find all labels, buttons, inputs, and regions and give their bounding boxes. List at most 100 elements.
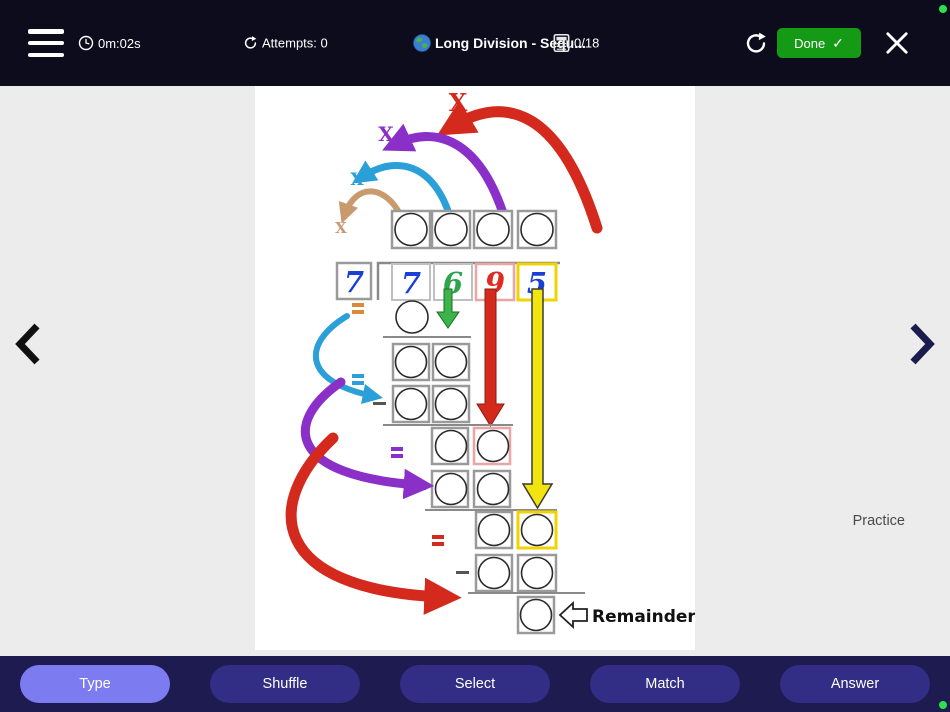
done-label: Done <box>794 35 826 51</box>
equals-marks <box>352 303 444 546</box>
replay-icon <box>746 32 766 53</box>
score-text: 0/18 <box>574 35 600 51</box>
top-bar: 0m:02s Attempts: 0 Long Division - Sequ.… <box>0 0 950 86</box>
answer-slot <box>520 212 554 247</box>
mode-button-shuffle[interactable]: Shuffle <box>210 665 360 703</box>
red-arrow <box>436 100 603 234</box>
chevron-right-icon <box>910 323 935 365</box>
score-counter: 0/18 <box>553 33 600 53</box>
equals-tan <box>352 303 364 307</box>
mode-button-label: Answer <box>830 676 880 692</box>
prev-card-button[interactable] <box>10 323 44 367</box>
answer-slot <box>434 387 468 421</box>
status-dot-top <box>939 5 947 13</box>
long-division-diagram: X X X X <box>285 88 695 635</box>
dividend-digit-0: 7 <box>401 266 421 300</box>
answer-slot <box>476 429 510 463</box>
page-title: Long Division - Sequ... <box>413 34 586 52</box>
remainder-label: Remainder <box>592 607 695 627</box>
practice-label: Practice <box>852 513 905 529</box>
answer-slot <box>434 429 468 463</box>
divisor-digit: 7 <box>344 265 364 299</box>
close-icon <box>886 32 908 54</box>
carry-arrows <box>285 313 462 615</box>
content-area: X X X X <box>0 86 950 656</box>
globe-icon <box>413 34 431 52</box>
dividend-box <box>433 263 473 301</box>
chevron-left-icon <box>15 323 40 365</box>
x-mark-blue: X <box>350 170 364 190</box>
dividend: 7 6 9 5 <box>391 262 558 302</box>
yellow-down-arrow <box>521 288 554 510</box>
answer-slot <box>519 598 553 632</box>
answer-slot <box>477 556 511 590</box>
equals-blue <box>352 374 364 378</box>
attempts-icon <box>244 36 257 49</box>
mode-button-label: Shuffle <box>262 676 308 692</box>
equals-red <box>432 535 444 539</box>
menu-bar <box>28 40 64 46</box>
work-slots <box>373 300 585 635</box>
timer: 0m:02s <box>78 35 141 51</box>
red-curve-arrow <box>285 432 462 615</box>
green-down-arrow <box>436 288 460 329</box>
blue-curve-arrow <box>312 313 384 404</box>
mode-button-type[interactable]: Type <box>20 665 170 703</box>
divisor-box <box>335 261 373 301</box>
x-mark-purple: X <box>378 122 394 146</box>
answer-slot <box>394 212 428 247</box>
answer-slot <box>476 472 510 506</box>
replay-button[interactable] <box>742 29 770 57</box>
answer-slot <box>434 345 468 379</box>
close-button[interactable] <box>882 28 912 58</box>
answer-slot <box>434 472 468 506</box>
menu-button[interactable] <box>28 28 66 58</box>
dividend-box <box>391 263 431 301</box>
multiply-x-marks: X X X X <box>335 88 468 237</box>
title-text: Long Division - Sequ... <box>435 35 586 51</box>
mode-button-label: Select <box>454 676 496 692</box>
x-mark-red: X <box>449 88 468 117</box>
menu-bar <box>28 29 64 34</box>
bottom-bar: Type Shuffle Select Match Answer <box>0 656 950 712</box>
mode-button-label: Type <box>79 676 111 692</box>
purple-curve-arrow <box>300 377 435 500</box>
quotient-slots <box>390 209 558 250</box>
tan-arrow <box>338 188 404 224</box>
equals-purple <box>391 447 403 451</box>
mode-button-select[interactable]: Select <box>400 665 550 703</box>
check-icon: ✓ <box>832 34 844 51</box>
mode-button-answer[interactable]: Answer <box>780 665 930 703</box>
done-button[interactable]: Done ✓ <box>777 28 861 58</box>
remainder-arrow-icon <box>558 600 588 630</box>
minus-sign <box>456 571 469 574</box>
purple-arrow <box>382 123 512 231</box>
answer-slot <box>520 513 554 547</box>
answer-slot <box>476 212 510 247</box>
menu-bar <box>28 52 64 57</box>
next-card-button[interactable] <box>906 323 940 367</box>
score-icon <box>553 33 570 53</box>
attempts-counter: Attempts: 0 <box>243 36 328 51</box>
attempts-text: Attempts: 0 <box>262 35 328 51</box>
divisor: 7 <box>335 261 373 301</box>
remainder: Remainder <box>558 600 695 630</box>
bring-down-arrows <box>436 288 554 510</box>
answer-slot <box>434 212 468 247</box>
status-dot-bottom <box>939 701 947 709</box>
mode-button-label: Match <box>645 676 685 692</box>
multiply-arrows <box>338 100 603 234</box>
clock-icon <box>78 35 94 51</box>
x-mark-tan: X <box>335 219 347 237</box>
minus-sign <box>373 402 386 405</box>
answer-slot <box>394 387 428 421</box>
flashcard-image[interactable]: X X X X <box>255 86 695 650</box>
red-down-arrow <box>476 288 505 427</box>
answer-slot <box>395 300 429 334</box>
mode-button-match[interactable]: Match <box>590 665 740 703</box>
answer-slot <box>520 556 554 590</box>
answer-slot <box>477 513 511 547</box>
answer-slot <box>394 345 428 379</box>
timer-text: 0m:02s <box>98 35 141 51</box>
